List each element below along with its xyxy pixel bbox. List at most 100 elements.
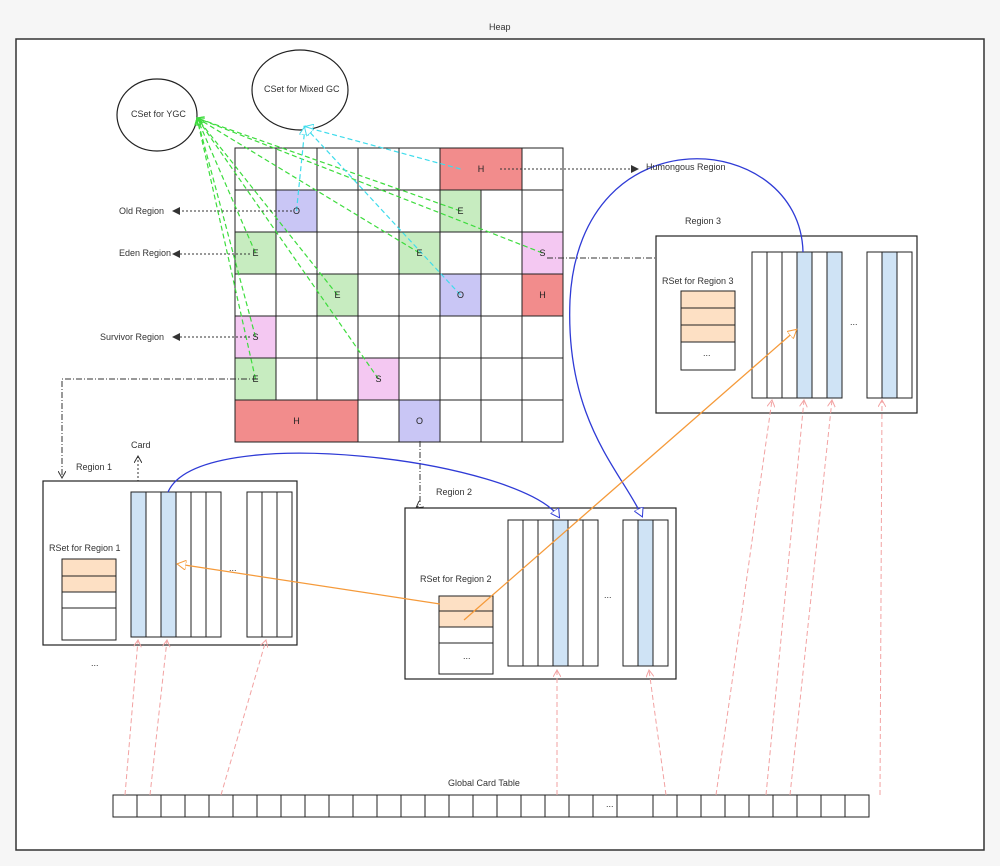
- region3-card: [796, 251, 813, 399]
- region3-card: [811, 251, 828, 399]
- region1-rset-row: [61, 607, 117, 641]
- heap-title: Heap: [489, 22, 511, 32]
- ygc-reference-line: [197, 118, 338, 296]
- region3-rset-row: [680, 290, 736, 309]
- region1-rset-row: [61, 591, 117, 609]
- card-table-cell: [184, 794, 210, 818]
- grid-cell-bg: [316, 315, 359, 359]
- region1-ellipsis-below: ...: [91, 658, 99, 668]
- grid-cell-bg: [439, 357, 482, 401]
- global-card-table-title: Global Card Table: [448, 778, 520, 788]
- card-table-cell: [256, 794, 282, 818]
- region3-b-card: [866, 251, 883, 399]
- card-table-cell: [676, 794, 702, 818]
- region-cell-label: O: [415, 416, 423, 426]
- blue-ref-region1-to-region2: [167, 452, 559, 517]
- grid-cell-bg: [357, 189, 400, 233]
- card-table-pointer: [220, 640, 266, 796]
- region-cell-label: O: [456, 290, 464, 300]
- cset-mixed-label: CSet for Mixed GC: [264, 84, 340, 94]
- grid-cell-bg: [480, 231, 523, 275]
- card-table-cell: [748, 794, 774, 818]
- grid-cell-bg: [316, 357, 359, 401]
- region1-card: [205, 491, 222, 638]
- global-card-table: [112, 400, 882, 818]
- grid-cell-bg: [316, 189, 359, 233]
- region3-card: [766, 251, 783, 399]
- region2-rset-row: [438, 642, 494, 675]
- card-table-cell: [544, 794, 570, 818]
- grid-cell-bg: [275, 273, 318, 317]
- legend-humongous: Humongous Region: [646, 162, 726, 172]
- region1-card: [190, 491, 207, 638]
- region-cell-label: E: [252, 248, 259, 258]
- card-table-cell: [844, 794, 870, 818]
- region-cell-label: S: [539, 248, 546, 258]
- region1-b-card: [276, 491, 293, 638]
- region3-b-card: [896, 251, 913, 399]
- card-table-cell: [652, 794, 678, 818]
- mixed-gc-reference-line: [295, 127, 306, 212]
- region1-rset-row: [61, 575, 117, 593]
- region-cell-e: [234, 231, 277, 275]
- grid-cell-bg: [480, 273, 523, 317]
- cset-ygc-label: CSet for YGC: [131, 109, 186, 119]
- region2-card: [567, 519, 584, 667]
- grid-cell-bg: [521, 315, 564, 359]
- card-table-pointer: [880, 400, 882, 796]
- grid-cell-bg: [357, 273, 400, 317]
- grid-cell-bg: [357, 147, 400, 191]
- card-table-cell: [136, 794, 162, 818]
- card-table-ellipsis-cell: [616, 794, 654, 818]
- region-cell-label: S: [375, 374, 382, 384]
- region-cell-label: E: [457, 206, 464, 216]
- card-table-cell: [208, 794, 234, 818]
- region-cell-label: S: [252, 332, 259, 342]
- region2-card: [522, 519, 539, 667]
- orange-rset2-to-region3: [463, 330, 796, 621]
- region2-rset-label: RSet for Region 2: [420, 574, 492, 584]
- region-cell-label: E: [334, 290, 341, 300]
- grid-cell-bg: [357, 315, 400, 359]
- region3-rset-row: [680, 324, 736, 343]
- region1-link: [62, 378, 258, 478]
- grid-cell-bg: [398, 147, 441, 191]
- region2-link: [416, 441, 420, 508]
- region2-b-card: [652, 519, 669, 667]
- region1-title: Region 1: [76, 462, 113, 472]
- region1-rset-row: [61, 558, 117, 577]
- region1-card-label: Card: [131, 440, 151, 450]
- legend-eden: Eden Region: [119, 248, 172, 258]
- grid-cell-bg: [480, 315, 523, 359]
- region3-rset-row: [680, 341, 736, 371]
- region1-ellipsis-inner: ...: [229, 563, 237, 573]
- ygc-reference-line: [197, 118, 257, 338]
- region3-ellipsis-inner: ...: [850, 317, 858, 327]
- card-table-cell: [232, 794, 258, 818]
- region2-title: Region 2: [436, 487, 473, 497]
- ygc-reference-line: [197, 118, 257, 380]
- card-table-cell: [496, 794, 522, 818]
- blue-ref-region3-to-region2: [569, 158, 804, 516]
- region2-ellipsis-rset: ...: [463, 651, 471, 661]
- region2-card: [582, 519, 599, 667]
- mixed-gc-reference-line: [305, 127, 461, 170]
- card-table-cell: [700, 794, 726, 818]
- grid-cell-bg: [234, 273, 277, 317]
- card-table-cell: [160, 794, 186, 818]
- grid-cell-bg: [234, 147, 277, 191]
- region-cell-label: H: [539, 290, 546, 300]
- region-cell-label: E: [416, 248, 423, 258]
- region3-ellipsis-rset: ...: [703, 348, 711, 358]
- region2-card: [552, 519, 569, 667]
- card-table-cell: [772, 794, 798, 818]
- region-cell-label: E: [252, 374, 259, 384]
- card-table-cell: [376, 794, 402, 818]
- card-table-cell: [724, 794, 750, 818]
- card-table-cell: [796, 794, 822, 818]
- region1-rset-label: RSet for Region 1: [49, 543, 121, 553]
- region1-card: [160, 491, 177, 638]
- ygc-reference-line: [197, 118, 379, 380]
- card-table-pointer: [149, 640, 167, 796]
- card-table-cell: [352, 794, 378, 818]
